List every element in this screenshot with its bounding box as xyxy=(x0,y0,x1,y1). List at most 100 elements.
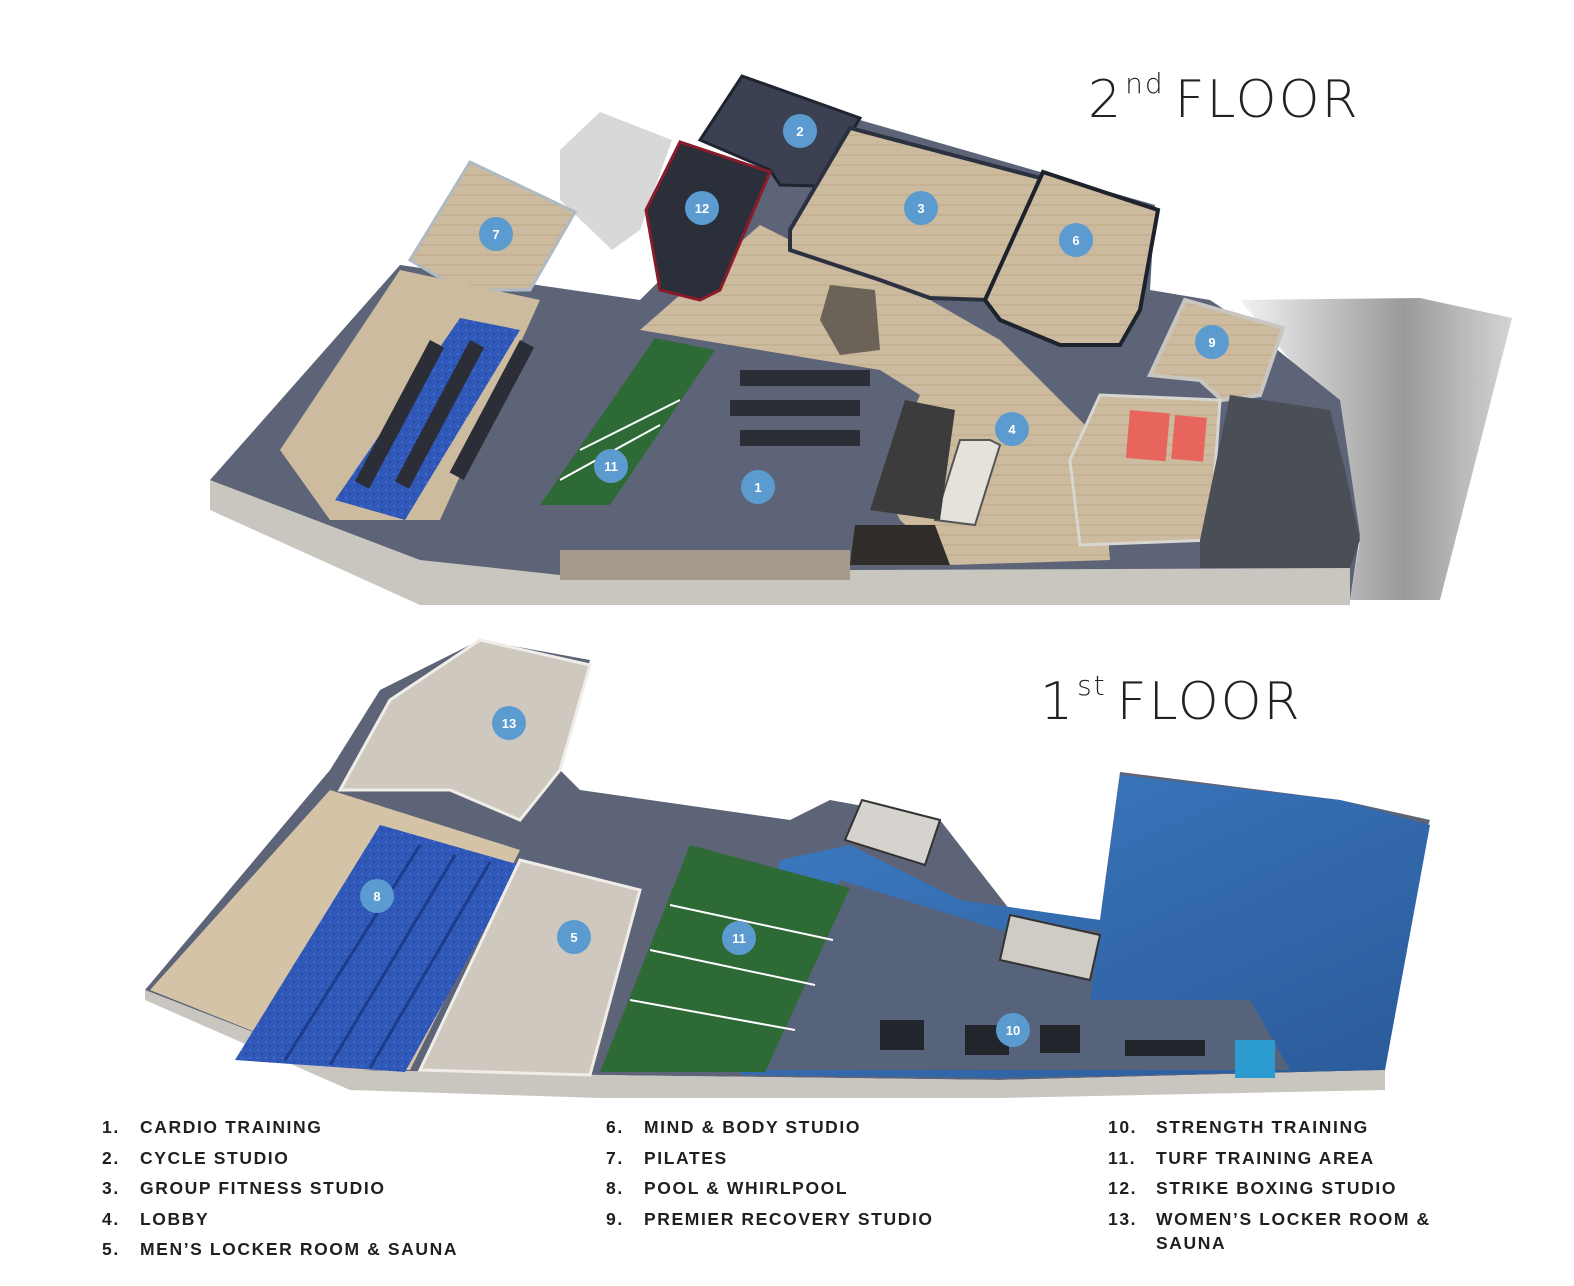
dark-wing xyxy=(1200,395,1360,568)
first-floor-plan: 5 8 10 11 13 xyxy=(145,638,1430,1098)
marker-label: 8 xyxy=(373,889,380,904)
legend-item: 2. CYCLE STUDIO xyxy=(102,1143,458,1174)
legend-label: LOBBY xyxy=(140,1208,210,1229)
marker-label: 5 xyxy=(570,930,577,945)
legend-item: 11.TURF TRAINING AREA xyxy=(1108,1143,1456,1174)
legend-item: 1. CARDIO TRAINING xyxy=(102,1112,458,1143)
turf-lines xyxy=(629,904,834,1031)
stair-core xyxy=(820,285,880,355)
second-floor-plan: 1 2 3 4 6 7 9 11 12 xyxy=(210,74,1512,605)
marker-label: 10 xyxy=(1006,1023,1020,1038)
legend-label: STRIKE BOXING STUDIO xyxy=(1156,1178,1398,1198)
floor-plan-map: 1 2 3 4 6 7 9 11 12 xyxy=(145,74,1512,1098)
legend-label: WOMEN’S LOCKER ROOM & SAUNA xyxy=(1156,1208,1431,1253)
legend-label: STRENGTH TRAINING xyxy=(1156,1117,1369,1137)
legend-item: 4.LOBBY xyxy=(102,1204,458,1235)
legend-number: 12. xyxy=(1108,1178,1138,1198)
marker-label: 12 xyxy=(695,201,709,216)
cardio-machines xyxy=(354,340,870,489)
marker-lobby[interactable]: 4 xyxy=(995,412,1029,446)
legend-item: 10. STRENGTH TRAINING xyxy=(1108,1112,1456,1143)
marker-premier-recovery-studio[interactable]: 9 xyxy=(1195,325,1229,359)
legend-number: 7. xyxy=(606,1147,624,1168)
legend-label: MIND & BODY STUDIO xyxy=(644,1117,862,1137)
strength-equipment xyxy=(880,1020,1275,1078)
legend-item: 6. MIND & BODY STUDIO xyxy=(606,1112,934,1143)
marker-label: 11 xyxy=(732,931,746,946)
legend-label: CYCLE STUDIO xyxy=(140,1147,290,1168)
legend-label: GROUP FITNESS STUDIO xyxy=(140,1178,386,1198)
legend-label: PREMIER RECOVERY STUDIO xyxy=(644,1208,934,1229)
marker-group-fitness-studio[interactable]: 3 xyxy=(904,191,938,225)
slab-edge xyxy=(145,990,1385,1098)
floor-number: 2 xyxy=(1088,70,1124,130)
floor-suffix: st xyxy=(1077,668,1107,702)
marker-mind-body-studio[interactable]: 6 xyxy=(1059,223,1093,257)
legend-number: 5. xyxy=(102,1239,120,1259)
womens-locker-room xyxy=(337,638,592,822)
lobby-desk xyxy=(933,439,1002,527)
rig-bar xyxy=(560,550,850,580)
wall-panel xyxy=(998,913,1102,982)
legend-number: 3. xyxy=(102,1178,120,1198)
slab-edge xyxy=(210,480,1350,605)
legend-number: 1. xyxy=(102,1117,120,1137)
legend-item: 13.WOMEN’S LOCKER ROOM & SAUNA xyxy=(1108,1204,1456,1255)
legend-item: 5. MEN’S LOCKER ROOM & SAUNA xyxy=(102,1234,458,1265)
turf-area xyxy=(540,338,715,505)
dark-room xyxy=(870,400,955,520)
turf-area xyxy=(600,845,850,1072)
floor-suffix: nd xyxy=(1125,66,1165,100)
marker-strength-training[interactable]: 10 xyxy=(996,1013,1030,1047)
marker-cardio-training[interactable]: 1 xyxy=(741,470,775,504)
recovery-bed xyxy=(1125,409,1170,462)
marker-label: 7 xyxy=(492,227,499,242)
floor-number: 1 xyxy=(1040,672,1076,732)
marker-mens-locker-room-sauna[interactable]: 5 xyxy=(557,920,591,954)
legend-label: POOL & WHIRLPOOL xyxy=(644,1178,849,1198)
marker-turf-training-area[interactable]: 11 xyxy=(722,921,756,955)
legend-label: PILATES xyxy=(644,1147,728,1168)
marker-womens-locker-room-sauna[interactable]: 13 xyxy=(492,706,526,740)
dark-floor xyxy=(850,525,950,565)
legend-label: MEN’S LOCKER ROOM & SAUNA xyxy=(140,1239,459,1259)
legend-column: 10. STRENGTH TRAINING 11.TURF TRAINING AR… xyxy=(1108,1112,1456,1255)
marker-label: 11 xyxy=(604,459,618,474)
marker-pilates[interactable]: 7 xyxy=(479,217,513,251)
mens-locker-room xyxy=(417,858,642,1077)
legend-item: 9.PREMIER RECOVERY STUDIO xyxy=(606,1204,934,1235)
floor-word: FLOOR xyxy=(1116,672,1302,732)
legend-item: 3. GROUP FITNESS STUDIO xyxy=(102,1173,458,1204)
legend-item: 7. PILATES xyxy=(606,1143,934,1174)
legend-number: 6. xyxy=(606,1117,624,1137)
legend-column: 6. MIND & BODY STUDIO 7. PILATES 8. POOL & … xyxy=(606,1112,934,1234)
legend-label: CARDIO TRAINING xyxy=(140,1117,323,1137)
marker-label: 2 xyxy=(796,124,803,139)
legend-column: 1. CARDIO TRAINING 2. CYCLE STUDIO 3. GROUP… xyxy=(102,1112,458,1265)
marker-label: 3 xyxy=(917,201,924,216)
pool-water xyxy=(335,318,520,520)
first-floor-title: 1st FLOOR xyxy=(1040,668,1302,732)
marker-label: 4 xyxy=(1008,422,1016,437)
legend-number: 11. xyxy=(1108,1147,1137,1168)
lobby-floor xyxy=(640,225,1110,565)
turf-line xyxy=(579,399,681,451)
gray-structure xyxy=(1240,298,1512,600)
second-floor-title: 2nd FLOOR xyxy=(1088,66,1360,130)
pool-water xyxy=(235,825,520,1072)
marker-pool-whirlpool[interactable]: 8 xyxy=(360,879,394,913)
legend-number: 10. xyxy=(1108,1117,1138,1137)
floor-word: FLOOR xyxy=(1174,70,1360,130)
gray-structure xyxy=(560,112,672,250)
marker-cycle-studio[interactable]: 2 xyxy=(783,114,817,148)
legend-number: 8. xyxy=(606,1178,624,1198)
legend-item: 8. POOL & WHIRLPOOL xyxy=(606,1173,934,1204)
marker-label: 6 xyxy=(1072,233,1079,248)
legend-item: 12. STRIKE BOXING STUDIO xyxy=(1108,1173,1456,1204)
marker-strike-boxing-studio[interactable]: 12 xyxy=(685,191,719,225)
lane-lines xyxy=(283,844,492,1069)
legend-number: 2. xyxy=(102,1147,120,1168)
recovery-bed xyxy=(1171,414,1207,462)
small-rooms xyxy=(843,798,942,867)
marker-turf-training-area[interactable]: 11 xyxy=(594,449,628,483)
